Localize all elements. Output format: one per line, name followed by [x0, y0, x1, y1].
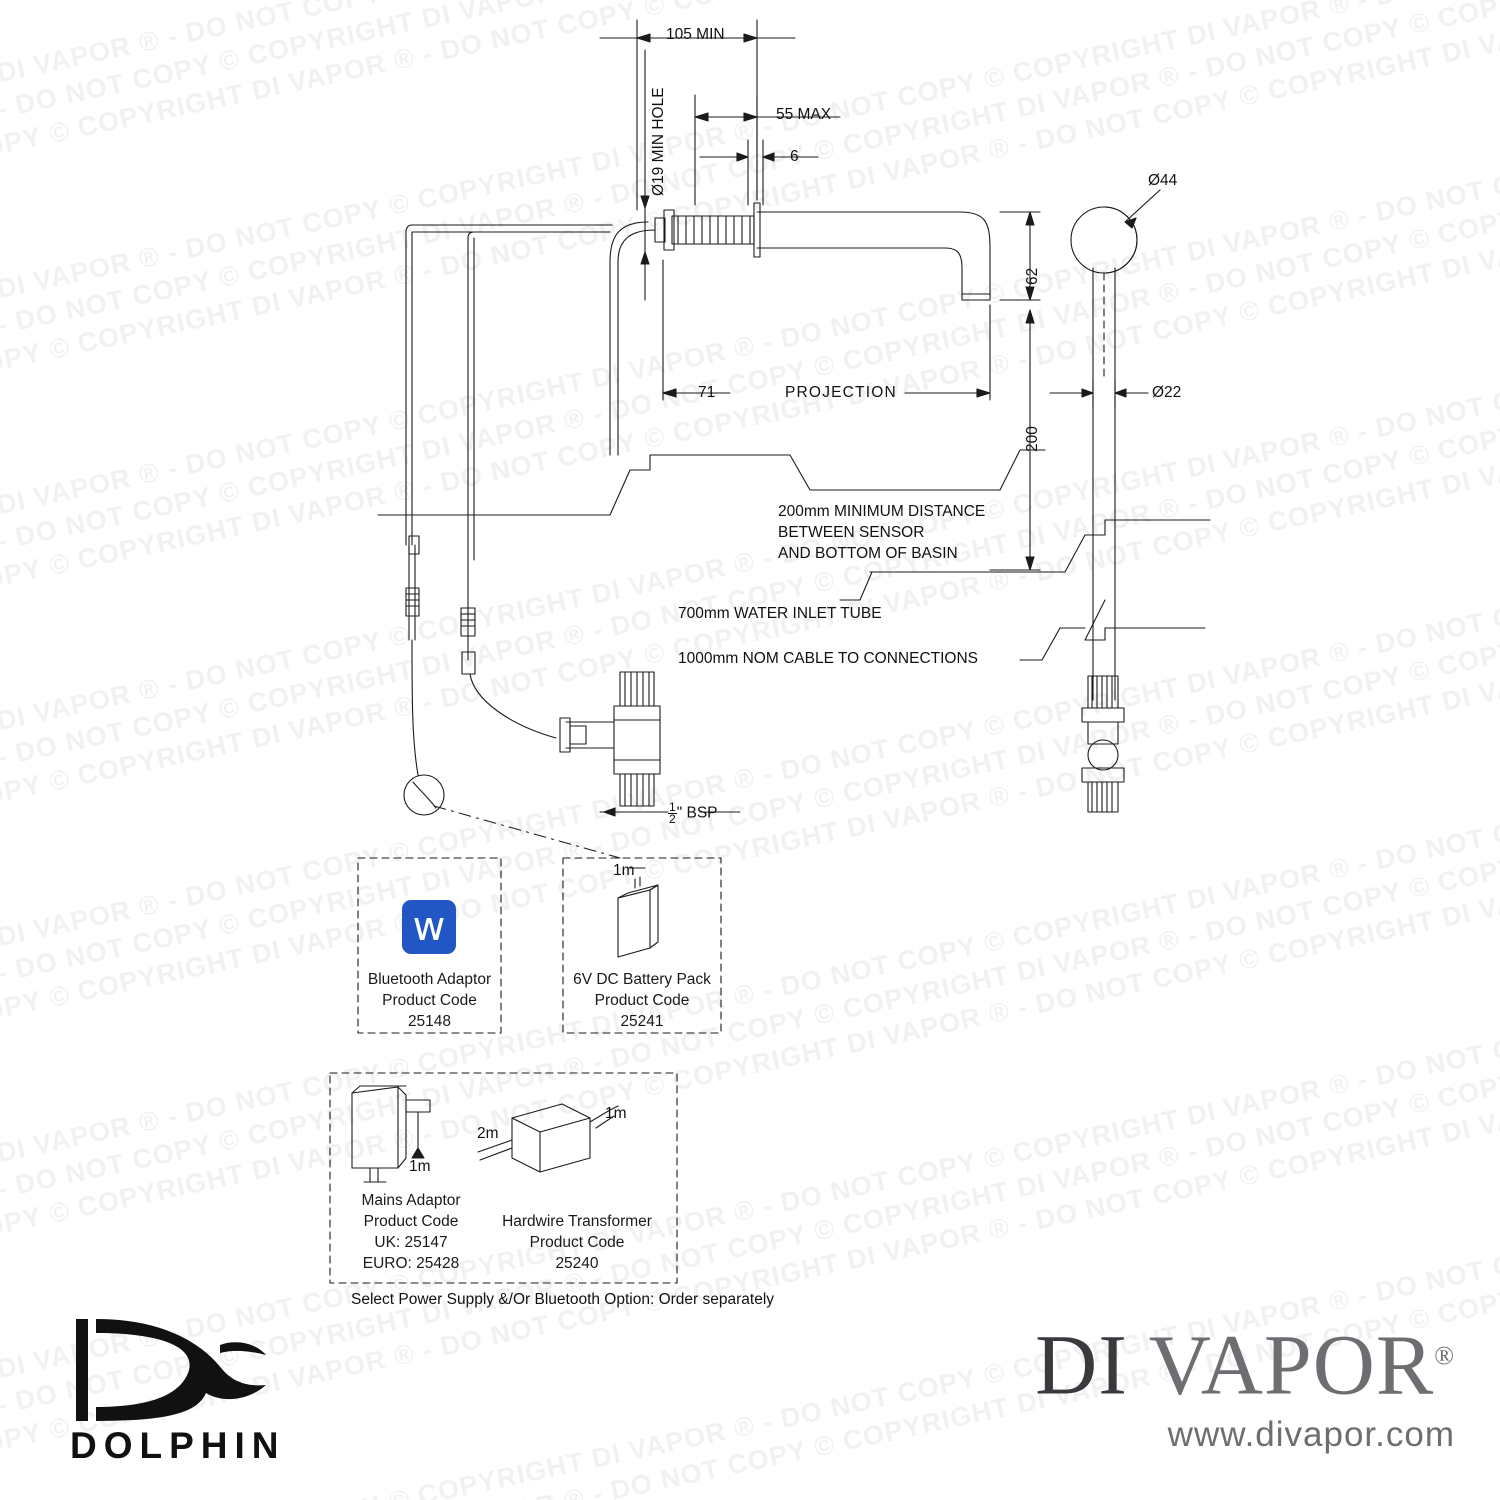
sensor-cable [403, 535, 557, 816]
dim-62-label: 62 [1024, 267, 1041, 285]
bluetooth-caption-line3: 25148 [407, 1013, 452, 1030]
brand-registered-mark: ® [1434, 1341, 1455, 1370]
note-inlet-tube: 700mm WATER INLET TUBE [678, 605, 882, 622]
bsp-text: BSP [686, 804, 718, 822]
divapor-branding: DI VAPOR® www.divapor.com [1035, 1310, 1455, 1455]
footer-note: Select Power Supply &/Or Bluetooth Optio… [351, 1291, 775, 1308]
bluetooth-glyph: w [412, 904, 446, 950]
dolphin-logo [76, 1319, 266, 1421]
dim-bsp [599, 807, 741, 817]
mains-caption-line2: Product Code [363, 1213, 459, 1230]
hardwire-caption-line1: Hardwire Transformer [502, 1213, 652, 1230]
bluetooth-caption-line2: Product Code [382, 992, 477, 1009]
hardwire-caption-line3: 25240 [555, 1255, 599, 1272]
dim-1m-battery-label: 1m [613, 862, 635, 879]
battery-pack-icon [617, 867, 659, 958]
battery-caption-line3: 25241 [620, 1013, 664, 1030]
bluetooth-caption-line1: Bluetooth Adaptor [367, 971, 492, 988]
battery-caption-line2: Product Code [594, 992, 690, 1009]
option-leader-lines [433, 805, 621, 859]
hardwire-box-caption: Hardwire Transformer Product Code 25240 [487, 1211, 667, 1274]
option-box-outlines [329, 857, 722, 1284]
brand-website-url: www.divapor.com [1167, 1414, 1455, 1454]
dim-projection [662, 259, 991, 401]
bluetooth-box-caption: Bluetooth Adaptor Product Code 25148 [358, 969, 501, 1032]
dim-2m-hardwire-label: 2m [477, 1125, 499, 1142]
dim-105-min-label: 105 MIN [666, 26, 725, 43]
divapor-wordmark: DI VAPOR® [1035, 1310, 1455, 1411]
dolphin-wordmark: DOLPHIN [70, 1425, 286, 1466]
dim-6 [699, 139, 819, 206]
transformer-icon [477, 1103, 619, 1173]
dim-62 [999, 211, 1041, 301]
battery-caption-line1: 6V DC Battery Pack [573, 971, 711, 988]
hardwire-caption-line2: Product Code [529, 1234, 625, 1251]
battery-box-caption: 6V DC Battery Pack Product Code 25241 [563, 969, 721, 1032]
note-cable-connections: 1000mm NOM CABLE TO CONNECTIONS [678, 650, 979, 667]
mains-caption-line4: EURO: 25428 [362, 1255, 460, 1272]
note-sensor-line1: 200mm MINIMUM DISTANCE [778, 503, 986, 520]
dim-1m-hardwire-label: 1m [605, 1105, 627, 1122]
dim-19-min-hole-label: Ø19 MIN HOLE [650, 87, 667, 196]
note-sensor-line3: AND BOTTOM OF BASIN [778, 545, 958, 562]
dim-22-label: Ø22 [1152, 384, 1182, 401]
dim-1m-mains-label: 1m [409, 1158, 431, 1175]
dim-200-label: 200 [1024, 426, 1041, 452]
dim-200 [989, 309, 1041, 571]
wall-and-pipes [405, 221, 656, 561]
dim-105-min [599, 19, 796, 211]
mains-box-caption: Mains Adaptor Product Code UK: 25147 EUR… [336, 1190, 486, 1274]
bsp-numerator: 1 [668, 800, 677, 814]
dim-6-label: 6 [790, 148, 799, 165]
tap-front-view [1049, 189, 1161, 701]
mains-caption-line1: Mains Adaptor [361, 1192, 461, 1209]
dim-71-label: 71 [698, 384, 716, 401]
dim-55-max-label: 55 MAX [776, 106, 832, 123]
bsp-inch-mark: " [676, 804, 687, 822]
bluetooth-icon: w [402, 900, 456, 954]
plug-adaptor-icon [351, 1085, 431, 1183]
projection-label: PROJECTION [785, 384, 897, 401]
dim-44-label: Ø44 [1148, 172, 1178, 189]
dim-19-min-hole [640, 49, 650, 301]
side-view-valve [559, 671, 661, 807]
mains-caption-line3: UK: 25147 [374, 1234, 448, 1251]
brand-vapor: VAPOR [1148, 1316, 1435, 1413]
note-sensor-line2: BETWEEN SENSOR [778, 524, 925, 541]
front-view-valve [1081, 675, 1125, 813]
tap-side-view [654, 202, 991, 301]
bsp-denominator: 2 [669, 812, 676, 826]
section-break-lines [377, 449, 1211, 661]
dim-55-max [694, 94, 841, 206]
brand-di: DI [1035, 1316, 1128, 1413]
